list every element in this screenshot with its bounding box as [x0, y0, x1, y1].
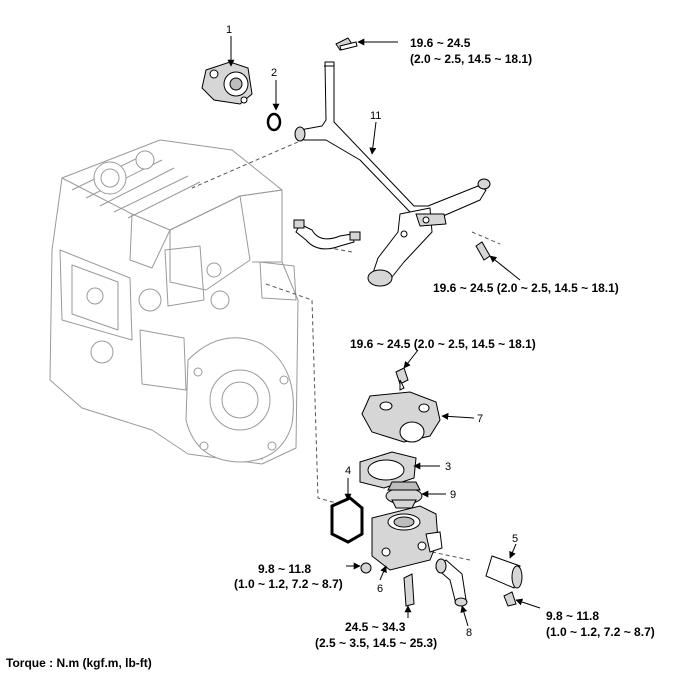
part-6-water-inlet-fitting [371, 505, 443, 571]
callout-6: 6 [377, 583, 383, 595]
torque-label-right-line1: 9.8 ~ 11.8 [546, 609, 599, 623]
torque-label-pipe: 19.6 ~ 24.5 (2.0 ~ 2.5, 14.5 ~ 18.1) [433, 281, 619, 295]
callout-5: 5 [512, 533, 518, 545]
leader-arrows [227, 36, 541, 627]
callout-7: 7 [477, 413, 483, 425]
callout-3: 3 [445, 461, 451, 473]
torque-label-left-line1: 9.8 ~ 11.8 [258, 562, 311, 576]
callout-1: 1 [226, 24, 232, 36]
torque-label-sensor-line1: 24.5 ~ 34.3 [345, 620, 406, 634]
torque-label-sensor-line2: (2.5 ~ 3.5, 14.5 ~ 25.3) [315, 636, 437, 650]
torque-units-legend: Torque : N.m (kgf.m, lb-ft) [6, 656, 152, 670]
part-9-thermostat [385, 481, 423, 509]
callout-4: 4 [345, 465, 351, 477]
part-1-pump-housing [201, 61, 253, 105]
assembly-guide-lines [191, 127, 501, 561]
torque-label-right-line2: (1.0 ~ 1.2, 7.2 ~ 8.7) [546, 625, 655, 639]
part-5-hose [485, 555, 523, 589]
callout-8: 8 [466, 627, 472, 639]
callout-9: 9 [450, 489, 456, 501]
bolts [335, 37, 517, 607]
engine-block [49, 139, 299, 465]
part-2-o-ring [266, 112, 282, 132]
torque-label-housing: 19.6 ~ 24.5 (2.0 ~ 2.5, 14.5 ~ 18.1) [350, 337, 536, 351]
part-8-elbow-hose [435, 558, 468, 607]
part-4-seal [330, 496, 364, 544]
bypass-hose [293, 219, 361, 250]
torque-label-left-line2: (1.0 ~ 1.2, 7.2 ~ 8.7) [234, 577, 343, 591]
callout-2: 2 [271, 67, 277, 79]
part-7-thermostat-housing [361, 391, 441, 443]
callout-11: 11 [370, 110, 381, 122]
torque-label-top-line1: 19.6 ~ 24.5 [410, 36, 471, 50]
part-11-water-pipe [294, 61, 491, 287]
part-3-gasket [359, 451, 417, 489]
torque-label-top-line2: (2.0 ~ 2.5, 14.5 ~ 18.1) [410, 52, 532, 66]
